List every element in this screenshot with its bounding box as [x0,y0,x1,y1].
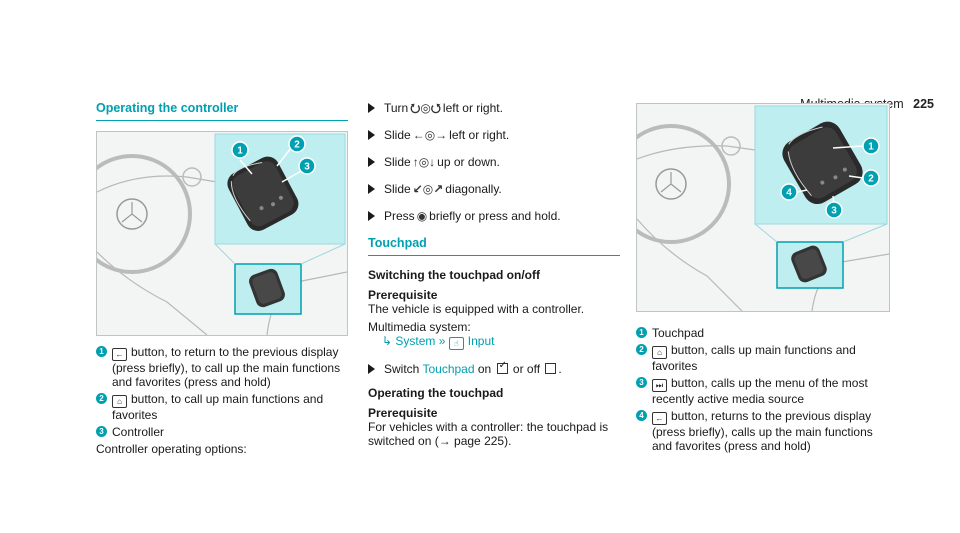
step-arrow-icon [368,364,375,374]
legend-text: button, to call up main functions and fa… [112,392,324,422]
callout-number: 3 [96,426,107,437]
step-verb: Turn [384,101,409,115]
touchpad-figure: 1 2 3 4 [636,103,890,312]
controller-options-intro: Controller operating options: [96,442,247,456]
legend-text: button, returns to the previous display … [652,409,873,453]
operating-title: Operating the touchpad [368,386,504,400]
step-slide-diagonal: Slide↙◎↗diagonally. [368,182,620,196]
step-slide-horizontal: Slide←◎→left or right. [368,128,620,142]
multimedia-label: Multimedia system: [368,320,471,334]
prerequisite-label: Prerequisite [368,288,438,302]
step-text: left or right. [442,101,503,115]
section-heading-controller: Operating the controller [96,101,348,121]
column-left: Operating the controller [96,101,348,456]
step-end: . [558,362,562,376]
legend-item-4: 4 ←button, returns to the previous displ… [636,409,892,453]
step-verb: Slide [384,128,411,142]
callout-number: 1 [636,327,647,338]
legend-text: button, calls up main functions and favo… [652,343,856,373]
step-verb: Switch [384,362,420,376]
home-button-icon: ⌂ [652,346,667,359]
prerequisite-label: Prerequisite [368,406,438,420]
step-verb: Slide [384,155,411,169]
step-switch-touchpad: Switch Touchpad on ✓ or off . [368,361,620,376]
input-icon: ☝ [448,337,464,350]
step-arrow-icon [368,184,375,194]
controller-illustration: 1 2 3 [97,132,347,335]
prerequisite-text: For vehicles with a controller: the touc… [368,420,609,448]
callout-number: 1 [96,346,107,357]
step-turn: Turn⭮◎⭯left or right. [368,101,620,115]
step-text: up or down. [437,155,500,169]
step-arrow-icon [368,157,375,167]
controller-slide-horizontal-icon: ←◎→ [412,128,448,142]
menu-path: ↳ System » ☝Input [368,334,620,350]
legend-text: Touchpad [652,326,705,340]
path-system: System [395,334,436,348]
callout-number: 4 [636,410,647,421]
section-heading-touchpad: Touchpad [368,236,620,256]
svg-text:2: 2 [294,140,300,151]
step-text: left or right. [449,128,510,142]
legend-item-3: 3 ⏭button, calls up the menu of the most… [636,376,892,406]
svg-text:3: 3 [831,206,837,217]
column-middle: Turn⭮◎⭯left or right. Slide←◎→left or ri… [368,101,620,448]
step-slide-vertical: Slide↑◎↓up or down. [368,155,620,169]
touchpad-illustration: 1 2 3 4 [637,104,889,311]
svg-text:2: 2 [868,174,874,185]
legend-item-3: 3 Controller [96,425,348,439]
step-on: on [477,362,492,376]
callout-number: 3 [636,377,647,388]
controller-slide-vertical-icon: ↑◎↓ [412,155,436,169]
controller-figure: 1 2 3 [96,131,348,336]
touchpad-legend: 1 Touchpad 2 ⌂button, calls up main func… [636,326,892,453]
home-button-icon: ⌂ [112,395,127,408]
step-press: Press◉briefly or press and hold. [368,209,620,223]
skip-forward-button-icon: ⏭ [652,379,667,392]
callout-number: 2 [96,393,107,404]
back-button-icon: ← [652,412,667,425]
legend-text: Controller [112,425,165,439]
svg-text:4: 4 [786,188,792,199]
controller-steps: Turn⭮◎⭯left or right. Slide←◎→left or ri… [368,101,620,223]
step-or-off: or off [512,362,541,376]
step-arrow-icon [368,103,375,113]
touchpad-setting-link: Touchpad [422,362,475,376]
step-text: diagonally. [445,182,502,196]
legend-text: button, calls up the menu of the most re… [652,376,868,406]
step-text: briefly or press and hold. [429,209,561,223]
path-input: Input [467,334,495,348]
path-arrow-icon: ↳ [382,334,393,348]
legend-item-1: 1 Touchpad [636,326,892,340]
svg-text:3: 3 [304,162,310,173]
legend-item-2: 2 ⌂button, to call up main functions and… [96,392,348,422]
step-arrow-icon [368,130,375,140]
switching-title: Switching the touchpad on/off [368,268,540,282]
legend-item-2: 2 ⌂button, calls up main functions and f… [636,343,892,373]
legend-item-1: 1 ←button, to return to the previous dis… [96,345,348,389]
controller-press-icon: ◉ [416,209,428,223]
checkbox-checked-icon: ✓ [496,361,508,374]
step-verb: Press [384,209,415,223]
page-number: 225 [913,97,934,111]
legend-text: button, to return to the previous displa… [112,345,341,389]
svg-text:1: 1 [868,142,874,153]
path-separator-icon: » [438,334,446,348]
column-right: 1 2 3 4 1 Touchpad 2 ⌂button, calls up m… [636,101,892,456]
step-arrow-icon [368,211,375,221]
step-verb: Slide [384,182,411,196]
controller-legend: 1 ←button, to return to the previous dis… [96,345,348,439]
checkbox-unchecked-icon [545,363,557,374]
controller-turn-icon: ⭮◎⭯ [410,101,441,115]
callout-number: 2 [636,344,647,355]
switch-step-list: Switch Touchpad on ✓ or off . [368,361,620,376]
svg-text:1: 1 [237,146,243,157]
back-button-icon: ← [112,348,127,361]
prerequisite-text: The vehicle is equipped with a controlle… [368,302,585,316]
controller-slide-diagonal-icon: ↙◎↗ [412,182,444,196]
